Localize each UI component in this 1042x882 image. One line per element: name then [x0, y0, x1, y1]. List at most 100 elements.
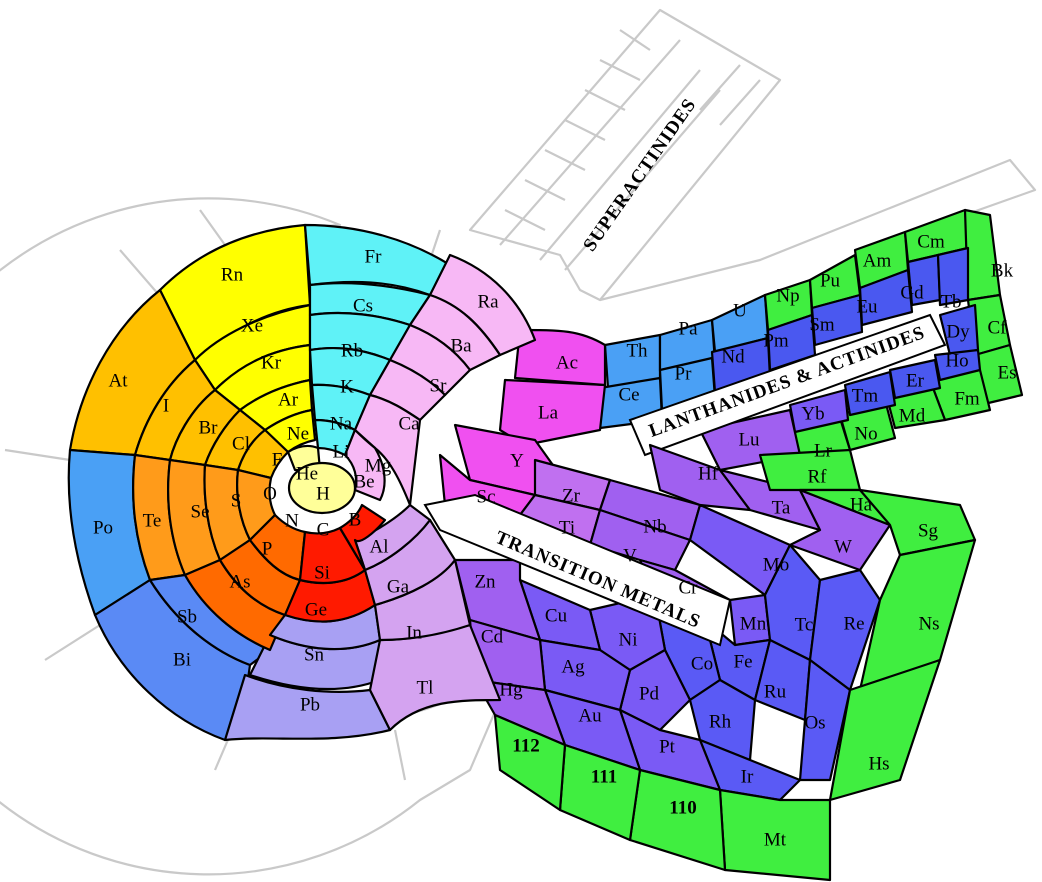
label-Hf: Hf	[698, 464, 719, 485]
label-Li: Li	[333, 442, 350, 463]
label-Be: Be	[353, 472, 374, 493]
label-Y: Y	[510, 451, 524, 472]
label-No: No	[854, 424, 877, 445]
label-Lu: Lu	[738, 430, 760, 451]
label-Pa: Pa	[679, 319, 699, 340]
label-Mn: Mn	[740, 614, 767, 635]
label-Yb: Yb	[801, 404, 824, 425]
label-Hs: Hs	[868, 754, 889, 775]
label-Pu: Pu	[820, 271, 841, 292]
label-As: As	[229, 572, 250, 593]
label-Tc: Tc	[795, 615, 814, 636]
d-block	[423, 328, 892, 802]
cell-Ac	[513, 328, 607, 387]
label-Rh: Rh	[709, 712, 732, 733]
label-Si: Si	[314, 563, 330, 584]
cell-Al	[353, 503, 432, 572]
label-Eu: Eu	[856, 297, 878, 318]
green-band	[493, 448, 977, 882]
label-Th: Th	[626, 341, 648, 362]
label-Pd: Pd	[639, 684, 660, 705]
label-Ta: Ta	[772, 498, 791, 519]
label-Ir: Ir	[741, 767, 754, 788]
label-Cs: Cs	[353, 296, 373, 317]
label-Sm: Sm	[809, 315, 835, 336]
label-Pr: Pr	[675, 364, 693, 385]
label-Ar: Ar	[278, 390, 299, 411]
label-Au: Au	[578, 706, 602, 727]
label-Rn: Rn	[221, 265, 244, 286]
label-Ge: Ge	[305, 600, 327, 621]
label-Rb: Rb	[341, 341, 363, 362]
label-Xe: Xe	[241, 316, 263, 337]
label-Cd: Cd	[481, 627, 504, 648]
lanthanides-actinides-banner	[628, 313, 947, 457]
label-Te: Te	[143, 511, 162, 532]
label-Es: Es	[998, 363, 1017, 384]
label-U: U	[733, 301, 747, 322]
f-block	[598, 208, 1024, 472]
label-Fr: Fr	[365, 247, 383, 268]
label-N: N	[285, 511, 299, 532]
label-Sc: Sc	[477, 487, 496, 508]
label-111: 111	[591, 767, 617, 788]
label-H: H	[316, 484, 330, 505]
label-Fe: Fe	[734, 652, 753, 673]
label-Ns: Ns	[918, 614, 939, 635]
label-Np: Np	[776, 286, 799, 307]
label-C: C	[317, 520, 330, 541]
label-Mo: Mo	[763, 555, 789, 576]
label-Ce: Ce	[618, 385, 639, 406]
cell-Tb	[936, 246, 970, 307]
label-O: O	[263, 484, 277, 505]
label-Tl: Tl	[417, 678, 434, 699]
label-Br: Br	[199, 418, 219, 439]
label-B: B	[349, 510, 362, 531]
label-Kr: Kr	[261, 353, 282, 374]
label-Ti: Ti	[559, 518, 575, 539]
label-110: 110	[669, 798, 696, 819]
label-W: W	[834, 537, 852, 558]
label-Bi: Bi	[173, 650, 191, 671]
label-Re: Re	[843, 614, 864, 635]
cell-B	[338, 503, 387, 572]
label-Co: Co	[691, 654, 713, 675]
label-He: He	[296, 464, 318, 485]
label-Bk: Bk	[991, 261, 1014, 282]
label-F: F	[272, 450, 283, 471]
cell-Tm	[843, 370, 897, 417]
cell-Os	[798, 658, 852, 782]
label-Pt: Pt	[659, 737, 676, 758]
label-Dy: Dy	[946, 322, 970, 343]
label-Os: Os	[804, 713, 825, 734]
label-Ho: Ho	[945, 351, 968, 372]
label-K: K	[340, 377, 354, 398]
label-Sr: Sr	[430, 376, 448, 397]
label-P: P	[262, 539, 273, 560]
cell-Ho	[933, 348, 982, 382]
label-Mt: Mt	[764, 830, 787, 851]
label-Pb: Pb	[300, 695, 320, 716]
cell-Mg	[353, 393, 422, 507]
label-Zn: Zn	[474, 572, 496, 593]
label-Pm: Pm	[763, 331, 789, 352]
label-I: I	[163, 396, 169, 417]
cell-H	[287, 461, 357, 515]
label-Zr: Zr	[562, 486, 581, 507]
label-Ac: Ac	[556, 353, 578, 374]
cell-Rh	[688, 678, 757, 762]
cell-Be	[343, 428, 386, 502]
label-Nd: Nd	[721, 347, 745, 368]
cell-Re	[808, 568, 882, 692]
label-Sg: Sg	[918, 521, 939, 542]
label-S: S	[231, 491, 242, 512]
label-V: V	[623, 546, 637, 567]
label-Ni: Ni	[619, 630, 638, 651]
label-Hg: Hg	[499, 680, 523, 701]
label-Ba: Ba	[450, 336, 472, 357]
spiral-core	[67, 223, 537, 742]
label-Ra: Ra	[477, 292, 499, 313]
superactinides-label: SUPERACTINIDES	[579, 94, 701, 255]
